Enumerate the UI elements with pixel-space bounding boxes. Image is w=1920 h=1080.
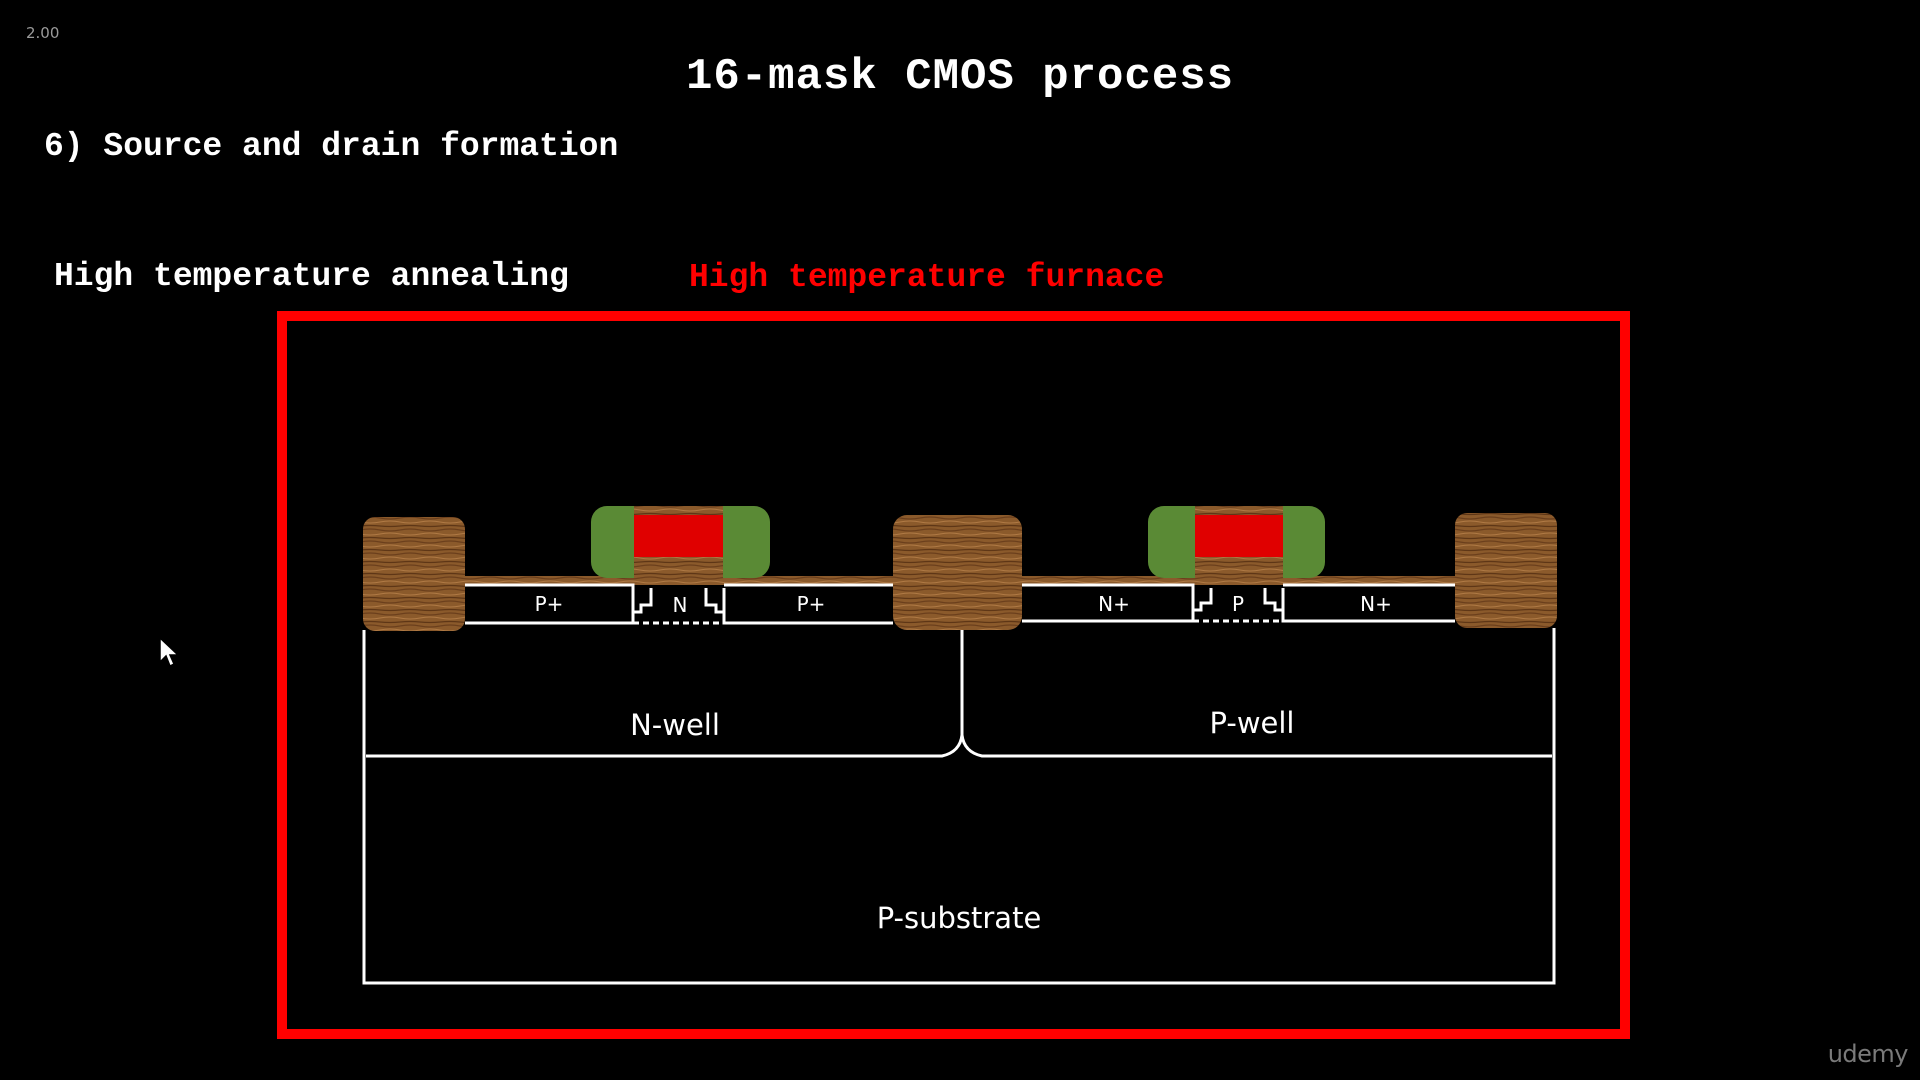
furnace-frame (277, 311, 1630, 1039)
field-oxide-left (363, 517, 465, 631)
substrate-outline (362, 628, 1556, 985)
nmos-ldd-right (1263, 588, 1285, 612)
p-substrate-label: P-substrate (877, 901, 1042, 935)
n-well-label: N-well (630, 708, 720, 742)
mouse-cursor-icon (159, 636, 180, 668)
udemy-watermark: udemy (1827, 1040, 1909, 1068)
pmos-ldd-left (631, 588, 653, 614)
slide-subtitle: 6) Source and drain formation (44, 128, 619, 165)
pplus-left-label: P+ (535, 592, 564, 616)
slide-title: 16-mask CMOS process (685, 52, 1235, 102)
playback-speed: 2.00 (26, 24, 60, 42)
nmos-channel-label: P (1232, 592, 1244, 616)
process-step-label: High temperature annealing (54, 258, 569, 295)
pmos-gate (591, 506, 770, 578)
nplus-right-label: N+ (1360, 592, 1392, 616)
field-oxide-middle (893, 515, 1022, 630)
p-well-label: P-well (1210, 706, 1295, 740)
pmos-gate-poly (634, 515, 723, 557)
furnace-label: High temperature furnace (689, 259, 1165, 296)
nplus-left-label: N+ (1098, 592, 1130, 616)
field-oxide-right (1455, 513, 1557, 628)
nmos-gate (1148, 506, 1325, 578)
pmos-ldd-right (704, 588, 726, 614)
well-boundary (366, 630, 1552, 758)
pplus-right-label: P+ (797, 592, 826, 616)
pmos-channel-label: N (673, 593, 688, 617)
nmos-ldd-left (1191, 588, 1213, 612)
nmos-gate-poly (1195, 515, 1283, 557)
